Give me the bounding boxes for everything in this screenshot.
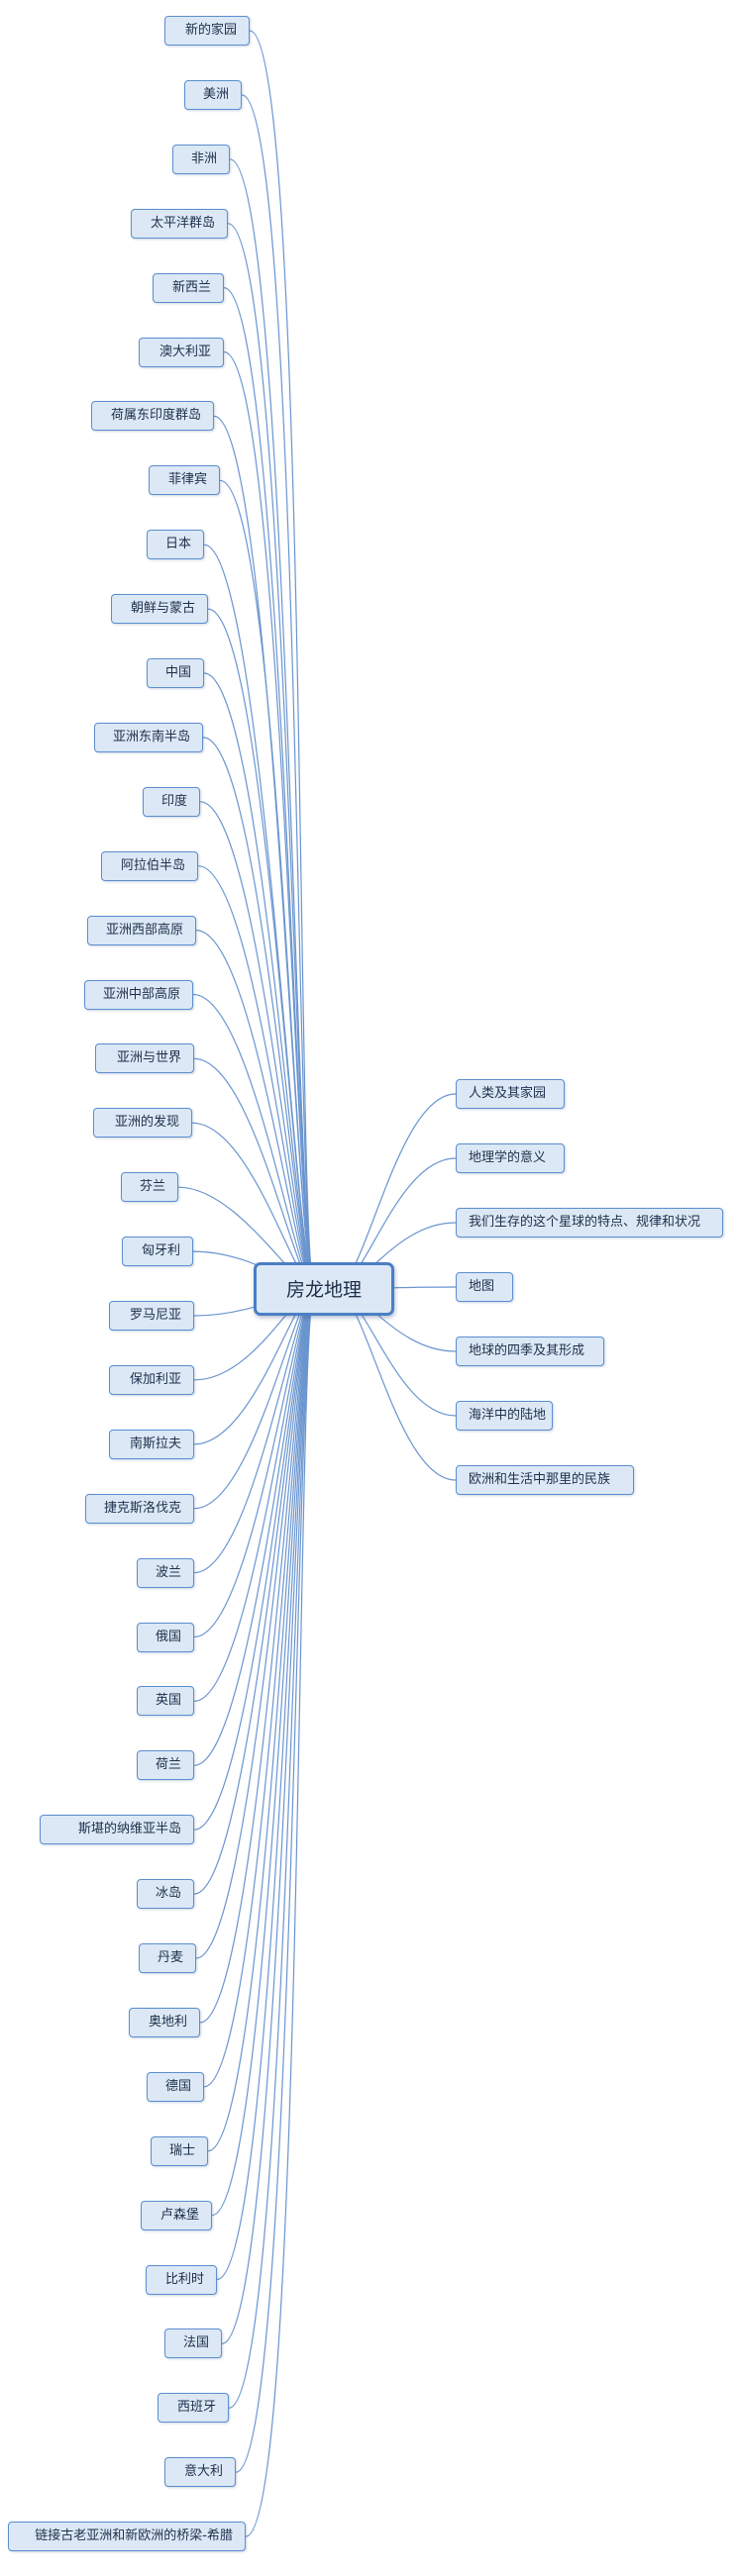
topic-node-left[interactable]: 奥地利 — [129, 2007, 200, 2037]
topic-node-right[interactable]: 地理学的意义 — [456, 1143, 565, 1173]
topic-node-right[interactable]: 地球的四季及其形成 — [456, 1337, 604, 1366]
link-left — [202, 737, 316, 1290]
topic-node-left[interactable]: 捷克斯洛伐克 — [85, 1493, 194, 1524]
topic-node-left[interactable]: 匈牙利 — [122, 1237, 193, 1267]
topic-node-left[interactable]: 新的家园 — [164, 16, 250, 46]
link-left — [199, 1288, 316, 2024]
link-left — [228, 1288, 316, 2409]
topic-node-left[interactable]: 南斯拉夫 — [109, 1429, 194, 1459]
link-left — [235, 1288, 316, 2473]
link-left — [241, 94, 316, 1290]
link-left — [207, 608, 316, 1290]
topic-node-left[interactable]: 亚洲东南半岛 — [94, 722, 203, 752]
topic-node-left[interactable]: 保加利亚 — [109, 1364, 194, 1395]
topic-node-left[interactable]: 非洲 — [172, 144, 230, 174]
topic-node-left[interactable]: 链接古老亚洲和新欧洲的桥梁-希腊 — [8, 2522, 246, 2552]
topic-node-left[interactable]: 冰岛 — [137, 1879, 194, 1910]
topic-node-left[interactable]: 西班牙 — [158, 2393, 229, 2424]
link-left — [193, 1288, 316, 1831]
topic-node-left[interactable]: 荷属东印度群岛 — [91, 401, 214, 432]
link-left — [221, 1288, 316, 2344]
link-left — [193, 1288, 316, 1510]
topic-node-left[interactable]: 俄国 — [137, 1622, 194, 1652]
link-right — [334, 1093, 457, 1290]
topic-node-left[interactable]: 荷兰 — [137, 1750, 194, 1781]
topic-node-left[interactable]: 波兰 — [137, 1557, 194, 1588]
link-left — [216, 1288, 316, 2281]
topic-node-right[interactable]: 欧洲和生活中那里的民族 — [456, 1465, 634, 1495]
topic-node-left[interactable]: 澳大利亚 — [139, 337, 224, 367]
topic-node-left[interactable]: 意大利 — [164, 2457, 236, 2488]
link-left — [203, 1288, 316, 2088]
link-left — [193, 1288, 316, 1895]
link-left — [211, 1288, 316, 2217]
topic-node-left[interactable]: 亚洲的发现 — [93, 1108, 192, 1139]
link-left — [249, 30, 316, 1290]
topic-node-left[interactable]: 丹麦 — [139, 1943, 196, 1973]
link-left — [195, 1288, 316, 1959]
topic-node-left[interactable]: 比利时 — [146, 2264, 217, 2295]
topic-node-left[interactable]: 法国 — [164, 2328, 222, 2359]
topic-node-left[interactable]: 亚洲西部高原 — [87, 915, 196, 945]
link-left — [223, 287, 316, 1290]
link-left — [245, 1288, 316, 2537]
topic-node-left[interactable]: 印度 — [143, 786, 200, 817]
topic-node-left[interactable]: 朝鲜与蒙古 — [111, 594, 208, 625]
topic-node-left[interactable]: 太平洋群岛 — [131, 208, 228, 239]
topic-node-left[interactable]: 罗马尼亚 — [109, 1301, 194, 1331]
topic-node-left[interactable]: 新西兰 — [153, 272, 224, 303]
topic-node-right[interactable]: 地图 — [456, 1272, 513, 1302]
topic-node-left[interactable]: 亚洲与世界 — [95, 1043, 194, 1074]
topic-node-right[interactable]: 我们生存的这个星球的特点、规律和状况 — [456, 1208, 723, 1238]
topic-node-left[interactable]: 美洲 — [184, 79, 242, 110]
link-left — [219, 479, 316, 1290]
topic-node-left[interactable]: 英国 — [137, 1686, 194, 1717]
topic-node-left[interactable]: 瑞士 — [151, 2135, 208, 2166]
topic-node-left[interactable]: 阿拉伯半岛 — [101, 850, 198, 881]
topic-node-left[interactable]: 斯堪的纳维亚半岛 — [40, 1815, 194, 1845]
topic-node-left[interactable]: 德国 — [147, 2071, 204, 2102]
topic-node-right[interactable]: 人类及其家园 — [456, 1079, 565, 1109]
topic-node-left[interactable]: 日本 — [147, 530, 204, 560]
topic-node-left[interactable]: 亚洲中部高原 — [84, 979, 193, 1010]
topic-node-left[interactable]: 菲律宾 — [149, 465, 220, 496]
link-right — [334, 1288, 457, 1481]
link-left — [223, 350, 316, 1290]
topic-node-left[interactable]: 芬兰 — [121, 1172, 178, 1203]
root-node[interactable]: 房龙地理 — [254, 1262, 394, 1316]
topic-node-right[interactable]: 海洋中的陆地 — [456, 1401, 553, 1431]
topic-node-left[interactable]: 卢森堡 — [141, 2200, 212, 2230]
topic-node-left[interactable]: 中国 — [147, 658, 204, 688]
link-left — [203, 672, 316, 1290]
